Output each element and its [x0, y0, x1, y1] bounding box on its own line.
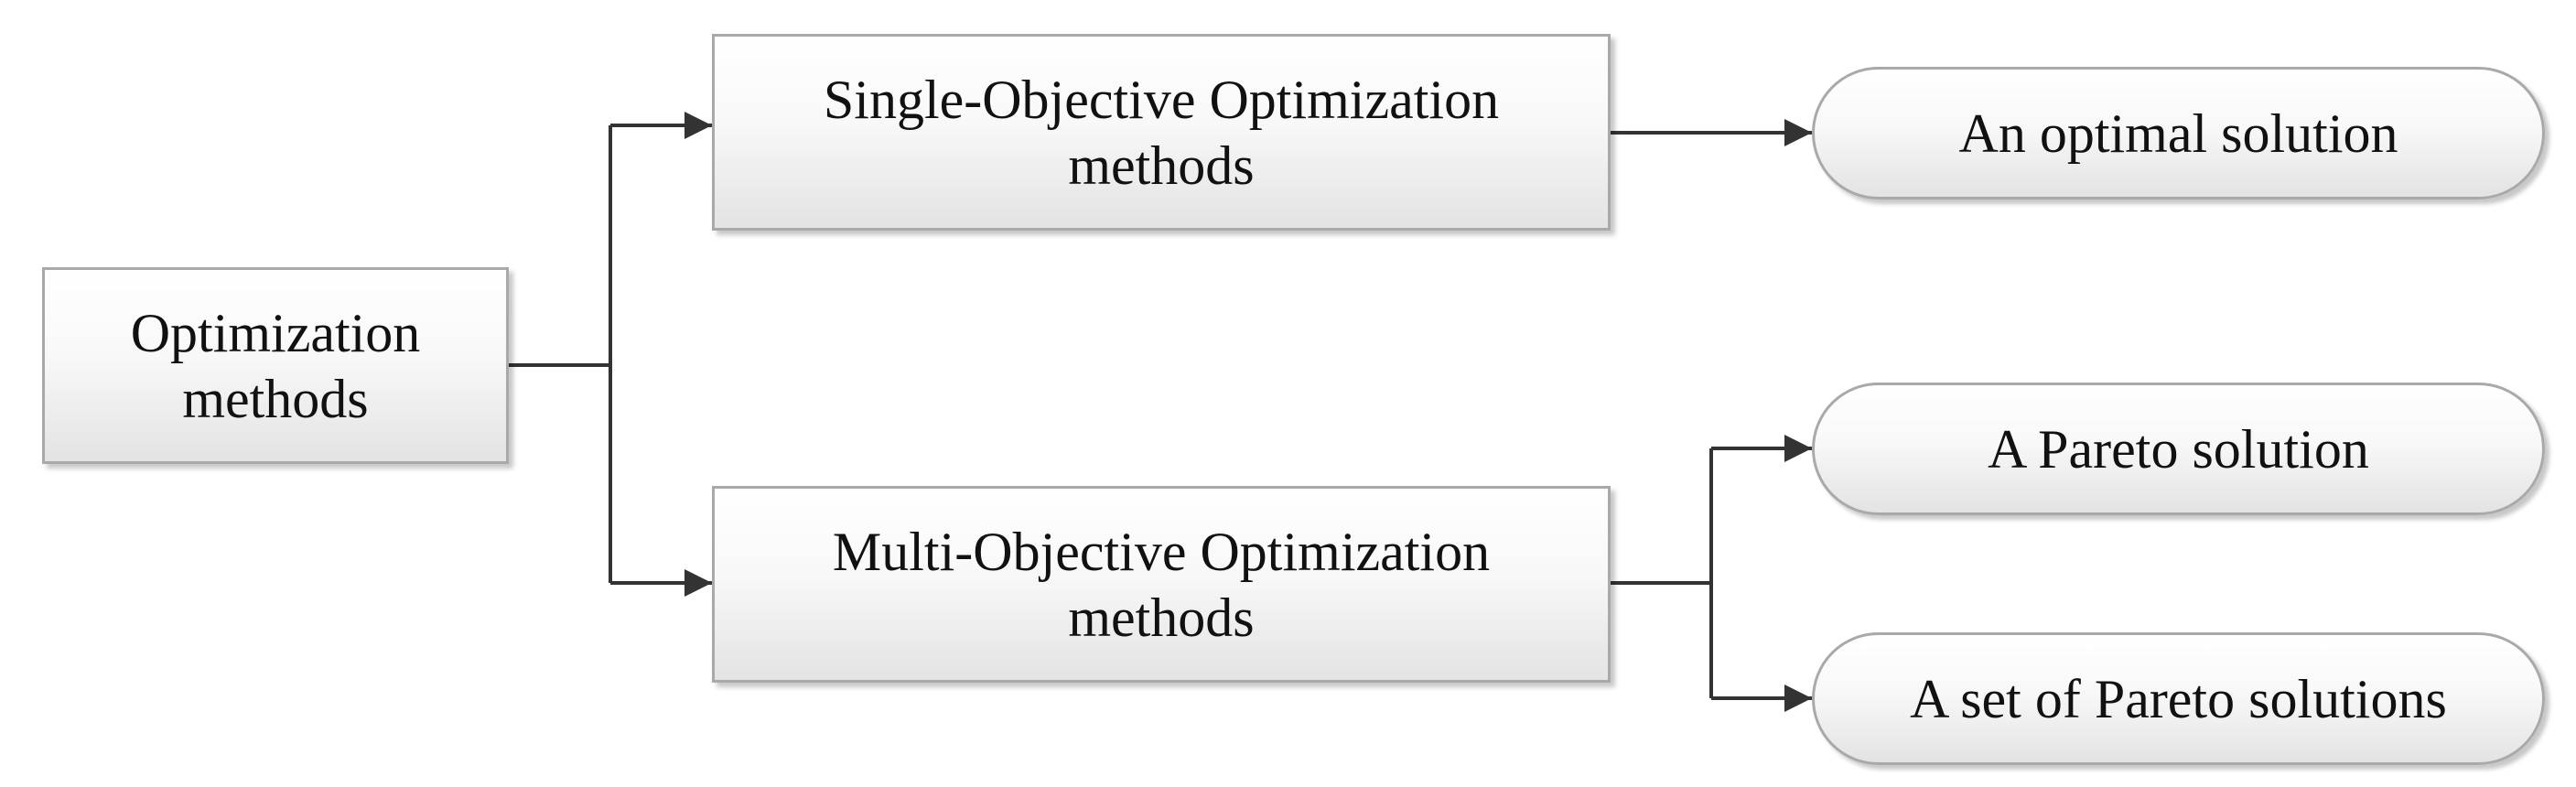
- node-pareto-solution: A Pareto solution: [1812, 383, 2545, 515]
- node-optimal-solution: An optimal solution: [1812, 67, 2545, 199]
- node-label-line2: methods: [1068, 135, 1255, 196]
- node-optimization-methods: Optimization methods: [42, 267, 509, 464]
- node-label-line1: Single-Objective Optimization: [823, 69, 1500, 130]
- node-label: A set of Pareto solutions: [1910, 668, 2447, 729]
- node-label-line1: Multi-Objective Optimization: [832, 521, 1491, 582]
- node-label-line1: Optimization: [130, 302, 421, 363]
- node-multi-objective: Multi-Objective Optimization methods: [712, 486, 1611, 683]
- node-pareto-solution-set: A set of Pareto solutions: [1812, 632, 2545, 765]
- node-label-line2: methods: [1068, 587, 1255, 648]
- node-label: A Pareto solution: [1988, 418, 2369, 480]
- connector-multi-trunk: [1611, 448, 1713, 698]
- node-label-line2: methods: [182, 368, 369, 429]
- node-label: An optimal solution: [1958, 102, 2398, 164]
- connector-root-trunk: [509, 125, 612, 583]
- node-single-objective: Single-Objective Optimization methods: [712, 34, 1611, 231]
